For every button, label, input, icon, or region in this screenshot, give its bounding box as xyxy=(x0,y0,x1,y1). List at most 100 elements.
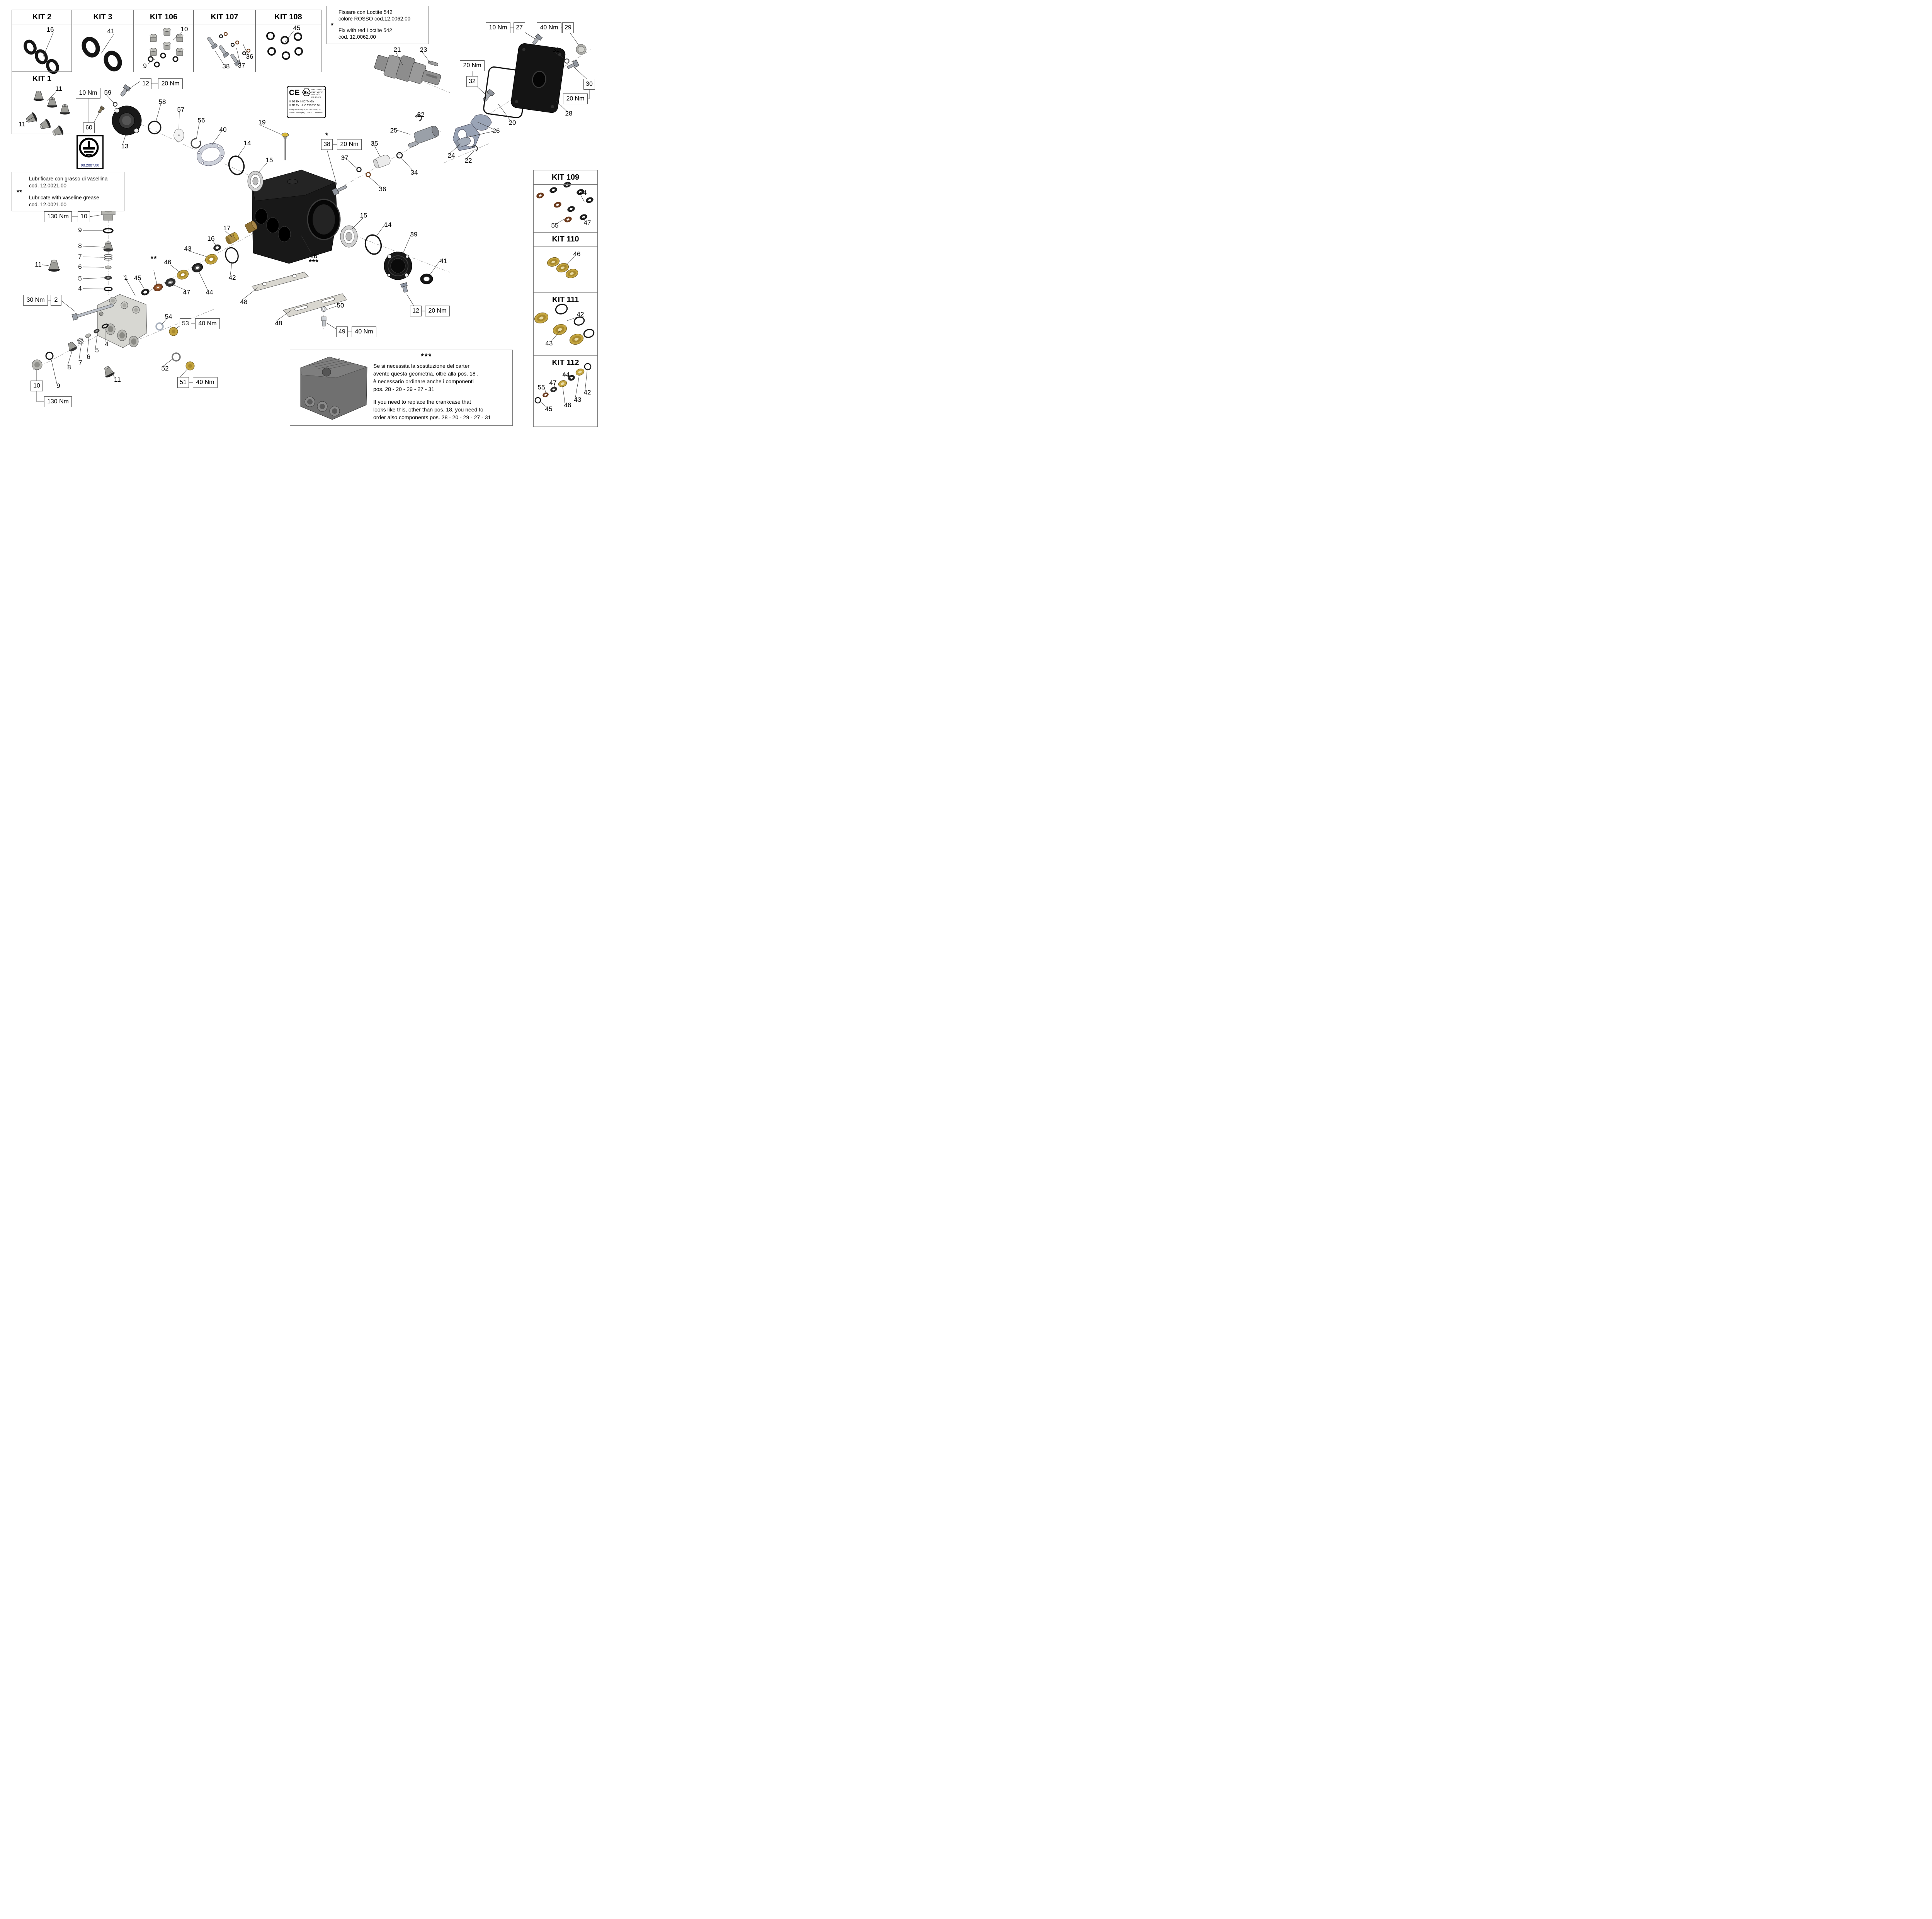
part-label-56: 56 xyxy=(197,117,205,124)
note-line: If you need to replace the crankcase tha… xyxy=(373,399,471,405)
ce-inlet: INLET WATER xyxy=(311,91,323,93)
kit-title: KIT 107 xyxy=(194,10,255,24)
bearing-15-left xyxy=(247,171,264,192)
note-line: order also components pos. 28 - 20 - 29 … xyxy=(373,414,491,420)
ring-36 xyxy=(366,172,371,177)
kit106-plugs xyxy=(148,28,184,68)
part-label-45: 45 xyxy=(545,405,553,413)
part-label-46: 46 xyxy=(573,250,581,258)
gasket-40 xyxy=(197,143,224,166)
part-label-55: 55 xyxy=(537,384,545,391)
kit109-seals xyxy=(536,182,594,223)
flange-39 xyxy=(384,252,412,280)
ce-class-line: II 2G Ex h IIC T4 Gb xyxy=(289,100,314,103)
part-label-23: 23 xyxy=(420,46,427,53)
key-23 xyxy=(428,60,439,66)
part-label-45: 45 xyxy=(293,24,301,32)
ce-matr: Matr.XXXXXXXXX xyxy=(311,88,326,90)
circlip-56 xyxy=(190,138,201,149)
part-label-4: 4 xyxy=(105,340,109,348)
callout-box-20-Nm: 20 Nm xyxy=(425,306,450,316)
part-label-59: 59 xyxy=(104,89,112,96)
plug-53 xyxy=(169,327,178,336)
part-label-52: 52 xyxy=(161,365,169,372)
callout-box-30: 30 xyxy=(583,79,595,90)
ce-class-line: II 2D Ex h IIIC T135°C Db xyxy=(289,104,321,107)
note-line: Lubrificare con grasso di vasellina xyxy=(29,176,108,182)
callout-box-20-Nm: 20 Nm xyxy=(460,60,485,71)
circlip-22b xyxy=(471,145,478,152)
part-label-8: 8 xyxy=(67,364,71,371)
callout-box-32: 32 xyxy=(466,76,478,87)
part-label-5: 5 xyxy=(95,347,99,354)
washer-50 xyxy=(321,306,327,312)
part-label-47: 47 xyxy=(183,289,190,296)
part-label-41: 41 xyxy=(440,257,447,265)
part-label-44: 44 xyxy=(206,289,213,296)
part-label-8: 8 xyxy=(78,242,82,250)
part-label-11: 11 xyxy=(19,121,26,128)
part-label-35: 35 xyxy=(371,140,378,147)
part-label-28: 28 xyxy=(565,110,573,117)
callout-box-29: 29 xyxy=(562,22,574,33)
kit-box-111: KIT 111 xyxy=(533,292,598,356)
callout-box-38: 38 xyxy=(321,139,333,150)
kit-box-107: KIT 107 xyxy=(193,10,256,72)
plug-29 xyxy=(576,44,587,55)
callout-box-40-Nm: 40 Nm xyxy=(352,326,376,337)
part-label-11: 11 xyxy=(35,261,42,268)
piston-assembly-25 xyxy=(408,126,439,148)
crankcase-note-pump xyxy=(300,357,368,420)
note-line: pos. 28 - 20 - 29 - 27 - 31 xyxy=(373,386,434,392)
part-label-4: 4 xyxy=(78,285,82,292)
callout-box-10: 10 xyxy=(31,381,43,391)
part-label-16: 16 xyxy=(207,235,215,242)
part-label-15: 15 xyxy=(360,212,367,219)
kit-title: KIT 106 xyxy=(134,10,194,24)
diagram-artwork xyxy=(24,25,595,420)
part-label-18: 18 xyxy=(310,252,318,260)
rear-cover-28 xyxy=(511,43,566,113)
part-label-44: 44 xyxy=(562,371,570,378)
marker-starstarstar: *** xyxy=(309,258,319,267)
part-label-5: 5 xyxy=(78,275,82,282)
part-label-14: 14 xyxy=(243,139,251,147)
kit-box-108: KIT 108 xyxy=(255,10,321,72)
kit-title: KIT 2 xyxy=(12,10,72,24)
callout-box-130-Nm: 130 Nm xyxy=(44,396,72,407)
part-label-46: 46 xyxy=(164,258,172,266)
part-label-19: 19 xyxy=(258,119,266,126)
part-label-48: 48 xyxy=(240,298,248,306)
part-label-25: 25 xyxy=(390,127,398,134)
part-label-21: 21 xyxy=(393,46,401,53)
kit108-orings xyxy=(266,32,303,60)
part-label-38: 38 xyxy=(222,63,230,70)
part-label-43: 43 xyxy=(545,340,553,347)
ce-code: 98288800 xyxy=(315,112,323,114)
part-label-39: 39 xyxy=(410,231,418,238)
callout-box-2: 2 xyxy=(51,295,61,306)
part-label-42: 42 xyxy=(228,274,236,281)
ring-37 xyxy=(356,167,362,172)
part-label-15: 15 xyxy=(265,156,273,164)
kit-box-112: KIT 112 xyxy=(533,355,598,427)
part-label-37: 37 xyxy=(238,62,245,69)
crankcase-note: *** Se si necessita la sostituzione del … xyxy=(290,350,513,426)
kit111-parts xyxy=(534,304,595,345)
ce-address: Interpump Group S.p.A. Via Fermi, 25 xyxy=(289,109,321,111)
svg-text:Ex: Ex xyxy=(304,91,309,95)
ex-hexagon-icon: Ex xyxy=(302,88,311,99)
kit-title: KIT 109 xyxy=(534,170,597,185)
part-label-44: 44 xyxy=(579,189,587,196)
part-label-55: 55 xyxy=(551,222,559,229)
note-line: cod. 12.0021.00 xyxy=(29,202,66,207)
kit-title: KIT 112 xyxy=(534,356,597,370)
oring-14-right xyxy=(364,234,382,255)
part-label-14: 14 xyxy=(384,221,392,228)
part-label-31: 31 xyxy=(552,46,560,53)
callout-box-51: 51 xyxy=(177,377,189,388)
note-line: avente questa geometria, oltre alla pos.… xyxy=(373,371,479,377)
ce-max: MAX. 40°C xyxy=(311,93,320,96)
kit-title: KIT 3 xyxy=(72,10,134,24)
